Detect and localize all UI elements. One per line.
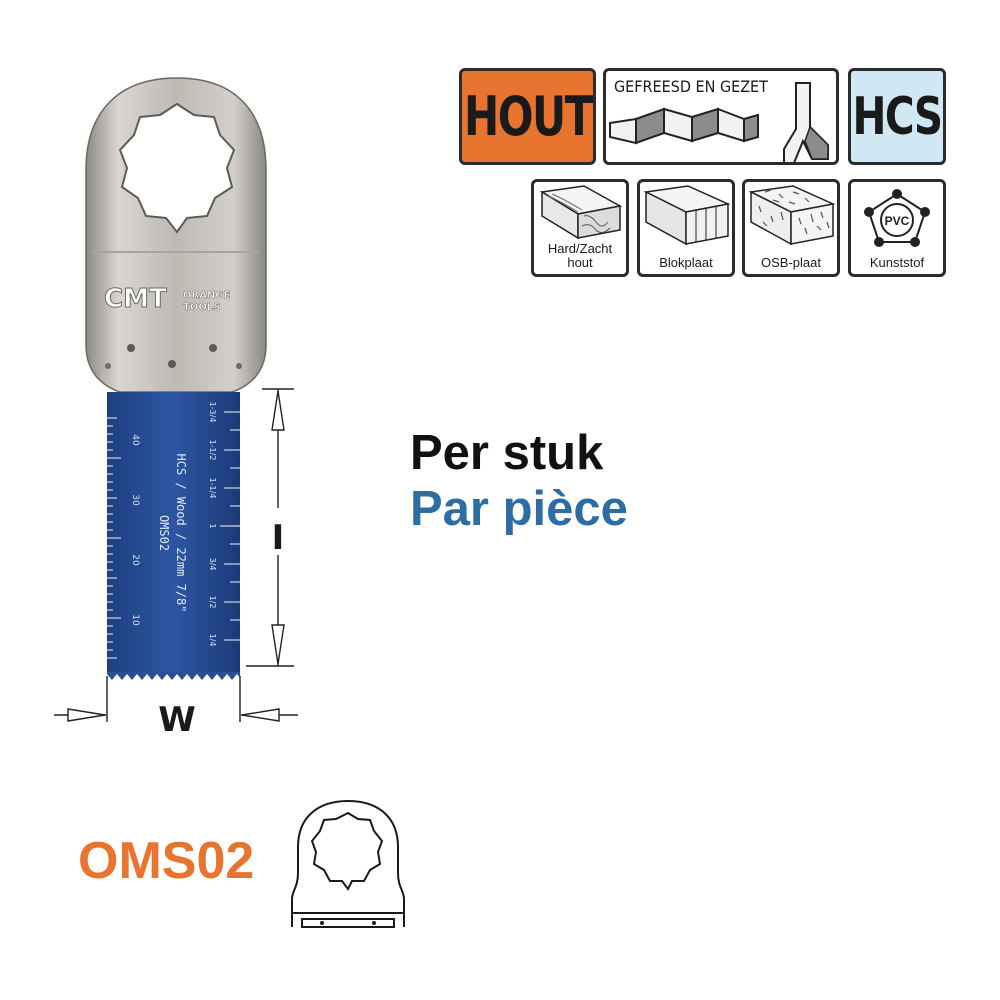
inch-tick-1-4: 1/4 [208,634,217,647]
steel-label: HCS [852,86,944,147]
blade-marking-code: OMS02 [157,515,171,551]
material-plastic: PVC Kunststof [848,179,946,277]
inch-tick-1-2: 1/2 [208,596,217,609]
length-label: I [272,518,285,558]
material-label-line1: Blokplaat [659,255,713,270]
material-label-line1: Kunststof [869,255,925,270]
metric-tick-30: 30 [130,494,140,506]
metric-tick-40: 40 [130,434,140,446]
inch-tick-1-1-4: 1-1/4 [208,478,217,499]
metric-tick-20: 20 [130,554,140,566]
osb-board-icon [748,185,836,246]
inch-scale [220,411,240,641]
blade-marking-spec: HCS / Wood / 22mm 7/8" [174,454,188,613]
inch-tick-1: 1 [208,523,217,528]
blade-teeth [107,672,240,680]
material-badge-hout: HOUT [459,68,596,165]
material-label-line2: hout [567,255,593,270]
cut-type-badge: GEFREESD EN GEZET [603,68,839,165]
price-unit-fr: Par pièce [410,482,628,536]
blade-brand: CMT [104,284,167,314]
blade-outline-icon [291,799,405,928]
inch-tick-1-3-4: 1-3/4 [208,402,217,423]
material-label-line1: Hard/Zacht [547,241,613,256]
metric-tick-10: 10 [130,614,140,626]
price-unit-nl: Per stuk [410,426,604,480]
material-label: HOUT [463,85,593,148]
set-teeth-icon [609,82,829,164]
inch-tick-1-1-2: 1-1/2 [208,440,217,461]
blockboard-icon [643,185,731,246]
starlock-opening [118,102,236,234]
material-hardwood-softwood: Hard/Zacht hout [531,179,629,277]
blade-brand-sub1: ORANGE [183,290,231,301]
material-osb: OSB-plaat [742,179,840,277]
width-label: W [158,700,196,740]
product-code: OMS02 [78,832,255,890]
material-label-line1: OSB-plaat [761,255,821,270]
cut-type-label: GEFREESD EN GEZET [614,77,768,96]
plastic-pvc-icon: PVC [864,189,930,247]
pvc-text: PVC [885,214,910,228]
width-dimension [54,676,298,722]
blade-brand-sub2: TOOLS [183,302,220,313]
steel-badge-hcs: HCS [848,68,946,165]
inch-tick-3-4: 3/4 [208,558,217,571]
hardwood-softwood-icon [539,185,623,240]
length-dimension [246,388,294,667]
blade-illustration: CMT ORANGE TOOLS 10 20 30 40 [54,77,298,740]
metric-scale [107,417,121,659]
material-blockboard: Blokplaat [637,179,735,277]
blade-body [107,392,240,674]
